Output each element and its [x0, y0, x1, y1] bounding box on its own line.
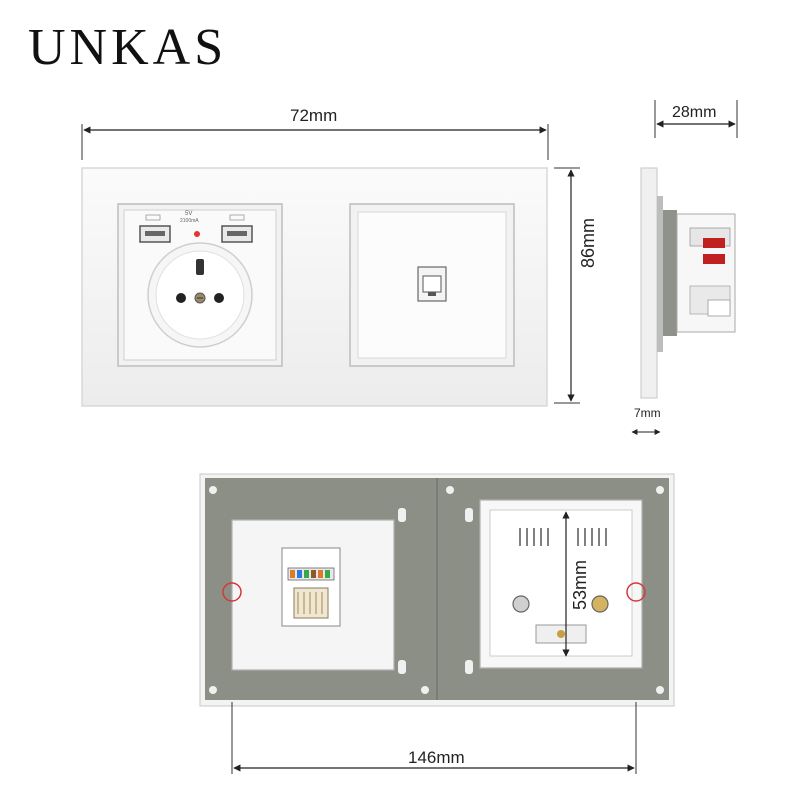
side-view	[640, 167, 736, 399]
ethernet-port-icon	[417, 266, 447, 302]
front-plate	[81, 167, 548, 407]
usb-port-icon	[221, 225, 253, 243]
plate-thickness-label: 7mm	[634, 406, 661, 420]
depth-label: 28mm	[672, 104, 717, 121]
french-socket-icon	[147, 242, 253, 348]
back-view	[199, 473, 675, 707]
inner-height-label: 53mm	[570, 559, 590, 610]
front-width-label: 72mm	[290, 106, 338, 125]
usb-port-icon	[139, 225, 171, 243]
usb-led-indicator	[194, 231, 200, 237]
usb-rating-bottom: 2100mA	[180, 218, 199, 224]
back-width-label: 146mm	[408, 748, 465, 767]
usb-rating-top: 5V	[185, 211, 193, 217]
front-height-label: 86mm	[578, 217, 598, 268]
brand-logo: UNKAS	[28, 19, 228, 76]
